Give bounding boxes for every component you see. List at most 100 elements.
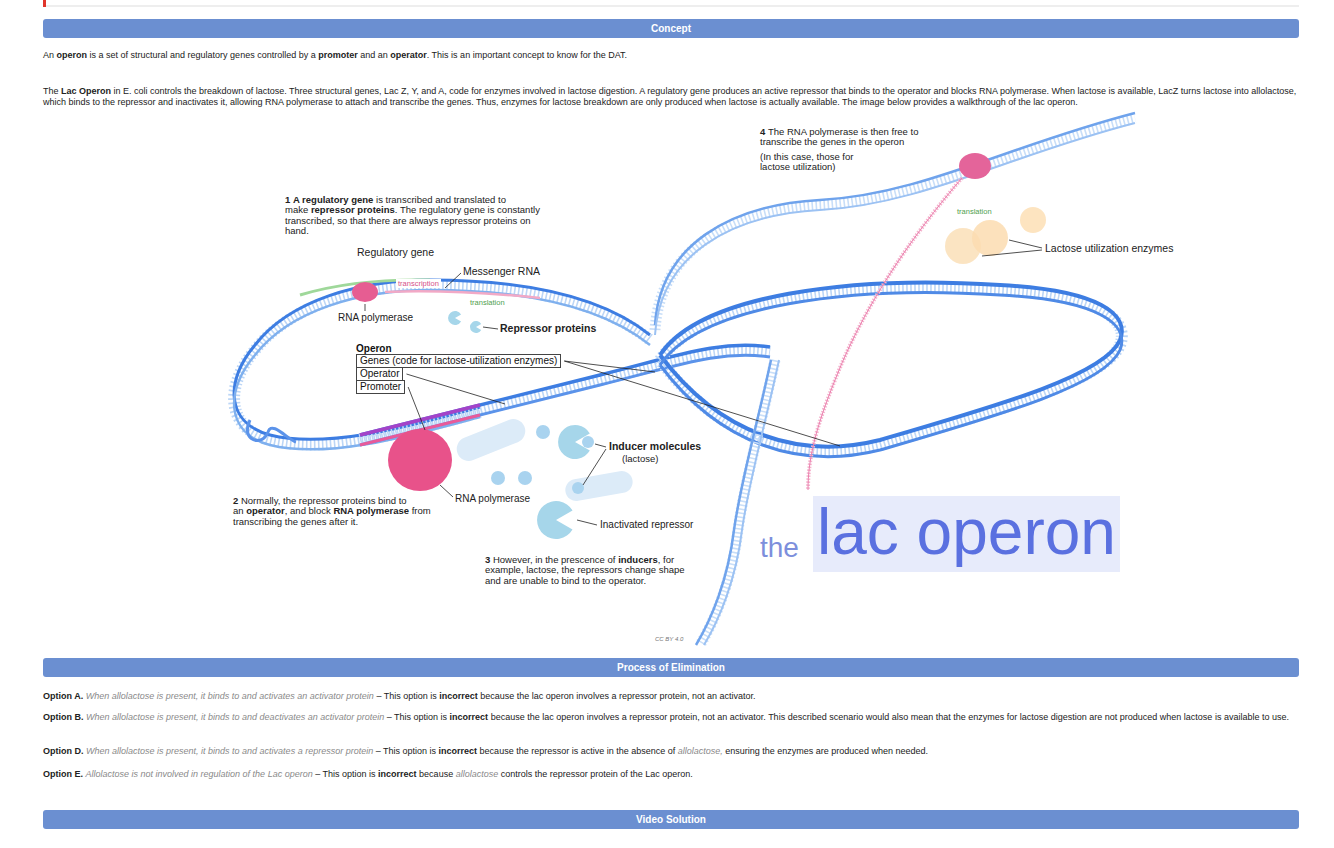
operon-part-box: OperonGenes (code for lactose-utilizatio…	[356, 343, 561, 394]
text-block: Repressor proteins	[500, 322, 596, 335]
step-callout: RNA polymerase	[333, 505, 409, 516]
inducer-molecule	[491, 425, 594, 494]
part-label: Inducer molecules	[609, 440, 701, 452]
process-label: transcription	[396, 279, 441, 288]
part-label: Messenger RNA	[463, 265, 540, 277]
text-block: Option D.When allolactose is present, it…	[43, 746, 1299, 757]
option-text: allolactose	[456, 769, 499, 779]
inducer-molecule	[491, 471, 505, 485]
text-block: translation	[955, 207, 994, 216]
process-label: translation	[468, 298, 507, 307]
inactivated-repressor	[453, 415, 634, 502]
step-callout: , and block	[285, 505, 331, 516]
concept-text: Lac Operon	[61, 86, 111, 96]
text-block: Inactivated repressor	[600, 519, 693, 531]
option-text: – This option is	[376, 746, 436, 756]
part-label: Regulatory gene	[357, 246, 434, 258]
dna-strand	[234, 290, 650, 449]
section-header: Concept	[651, 23, 691, 34]
banner-title: lac operon	[813, 496, 1120, 572]
leader-line	[365, 304, 366, 311]
option-text: controls the repressor protein of the La…	[501, 769, 693, 779]
concept-text: . This is an important concept to know f…	[427, 50, 627, 60]
option-text: incorrect	[439, 746, 478, 756]
text-block: 1A regulatory geneis transcribed and tra…	[285, 195, 547, 237]
leader-line	[564, 361, 840, 446]
leader-line	[577, 520, 597, 525]
leader-line	[483, 327, 498, 329]
option-text: because the lac operon involves a repres…	[491, 712, 1289, 722]
leader-line	[595, 444, 606, 447]
option-text: – This option is	[376, 691, 436, 701]
top-rule	[43, 6, 1299, 7]
lactose-enzyme	[1020, 207, 1046, 233]
concept-text: An	[43, 50, 54, 60]
leader-line	[440, 485, 453, 497]
inducer-molecule	[582, 436, 594, 448]
dna-strand	[247, 420, 296, 442]
dna-strand	[696, 360, 771, 645]
part-label: (lactose)	[622, 453, 658, 464]
dna-strand	[660, 283, 1122, 447]
text-block: Regulatory gene	[357, 246, 434, 259]
part-label: RNA polymerase	[455, 493, 530, 504]
text-block: CC BY 4.0	[655, 636, 683, 643]
concept-text: promoter	[318, 50, 358, 60]
inducer-molecule	[536, 425, 550, 439]
concept-text: operon	[57, 50, 88, 60]
step-callout: 1	[285, 194, 290, 205]
dna-strand	[660, 293, 1122, 457]
inactivated-repressor	[564, 469, 635, 502]
option-text: Option D.	[43, 746, 84, 756]
step-note: (In this case, those for lactose utiliza…	[760, 151, 853, 172]
option-text: – This option is	[315, 769, 375, 779]
text-block: (In this case, those for lactose utiliza…	[760, 152, 885, 173]
section-header-bar: Concept	[43, 19, 1299, 38]
step-callout: 3	[485, 554, 490, 565]
step-callout: repressor proteins	[311, 204, 395, 215]
dna-strand	[234, 113, 1135, 645]
text-block: Option A.When allolactose is present, it…	[43, 691, 1299, 702]
dna-strand	[660, 288, 1122, 452]
text-block: translation	[468, 298, 507, 307]
option-text: incorrect	[378, 769, 417, 779]
option-text: because the repressor is active in the a…	[480, 746, 676, 756]
leader-line	[406, 374, 505, 404]
part-name: Promoter	[356, 380, 405, 394]
part-label: Lactose utilization enzymes	[1045, 242, 1173, 254]
text-block: transcription	[396, 279, 441, 288]
step-callout: However, in the prescence of	[493, 554, 616, 565]
dna-strand	[655, 118, 1135, 330]
part-name: Operator	[356, 367, 403, 381]
messenger-rna	[385, 291, 540, 298]
lactose-enzyme	[972, 220, 1008, 256]
step-callout: The RNA polymerase is then free to trans…	[760, 126, 918, 147]
text-block: Inducer molecules	[609, 440, 701, 453]
section-header-bar: Video Solution	[43, 810, 1299, 829]
section-header: Video Solution	[636, 814, 706, 825]
option-text: allolactose,	[678, 746, 723, 756]
license-note: CC BY 4.0	[655, 636, 683, 642]
text-block: 4The RNA polymerase is then free to tran…	[760, 127, 940, 148]
rna-polymerase	[352, 282, 378, 302]
option-text: Option B.	[43, 712, 84, 722]
part-label: Repressor proteins	[500, 322, 596, 334]
text-block: TheLac Operonin E. coli controls the bre…	[43, 86, 1299, 108]
step-callout: 4	[760, 126, 765, 137]
leader-line	[564, 361, 655, 372]
part-label: RNA polymerase	[338, 312, 413, 323]
option-text: ensuring the enzymes are produced when n…	[725, 746, 928, 756]
text-block: 2Normally, the repressor proteins bind t…	[233, 496, 445, 527]
part-label: Inactivated repressor	[600, 519, 693, 530]
repressor-protein	[448, 311, 590, 539]
inducer-molecule	[572, 482, 584, 494]
text-block: lac operon	[813, 500, 1120, 564]
banner-title: the	[760, 532, 799, 563]
option-text: because the lac operon involves a repres…	[480, 691, 755, 701]
group-heading: Operon	[356, 343, 561, 354]
step-callout: operator	[246, 505, 285, 516]
leader-line	[982, 250, 1042, 256]
text-block: RNA polymerase	[455, 493, 530, 505]
option-text: Option A.	[43, 691, 83, 701]
dna-strand	[704, 360, 779, 645]
